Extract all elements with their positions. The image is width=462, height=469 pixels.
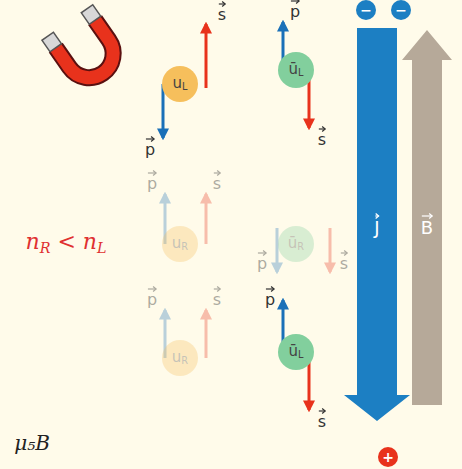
- spin-arrow: [205, 194, 208, 244]
- formula-text: nR < nL: [25, 231, 106, 255]
- formula-text: μ₅B: [14, 433, 50, 453]
- vector-symbol: s: [318, 132, 326, 148]
- antiquark-circle: ūL: [278, 52, 314, 88]
- vector-symbol: p: [147, 176, 157, 192]
- particle-name: uR: [172, 350, 188, 366]
- charge-sign: +: [378, 447, 398, 467]
- vector-symbol: p: [290, 4, 300, 20]
- vector-symbol: s: [318, 414, 326, 430]
- magnet-icon: [42, 5, 128, 91]
- charge-sign: −: [356, 0, 376, 20]
- quark-circle: uR: [162, 226, 198, 262]
- current-arrow: [344, 28, 410, 421]
- vector-symbol: s: [213, 292, 221, 308]
- particle-name: uR: [172, 236, 188, 252]
- vector-symbol: s: [213, 176, 221, 192]
- particle-name: ūL: [289, 62, 304, 78]
- spin-arrow: [205, 24, 208, 88]
- particle-name: uL: [173, 76, 188, 92]
- antiquark-circle: ūL: [278, 334, 314, 370]
- spin-arrow: [329, 228, 332, 272]
- vector-symbol: p: [257, 256, 267, 272]
- antiquark-circle: ūR: [278, 226, 314, 262]
- vector-symbol: p: [147, 292, 157, 308]
- spin-arrow: [205, 310, 208, 358]
- quark-circle: uR: [162, 340, 198, 376]
- vector-symbol: J: [374, 219, 379, 237]
- quark-circle: uL: [162, 66, 198, 102]
- particle-name: ūL: [289, 344, 304, 360]
- particle-name: −: [395, 3, 407, 17]
- vector-symbol: B: [421, 219, 433, 237]
- field-arrow: [402, 30, 452, 405]
- particle-name: +: [382, 450, 394, 464]
- vector-symbol: s: [340, 256, 348, 272]
- vector-symbol: p: [145, 142, 155, 158]
- charge-sign: −: [391, 0, 411, 20]
- vector-symbol: s: [218, 7, 226, 23]
- particle-name: ūR: [288, 236, 304, 252]
- vector-symbol: p: [265, 292, 275, 308]
- particle-name: −: [360, 3, 372, 17]
